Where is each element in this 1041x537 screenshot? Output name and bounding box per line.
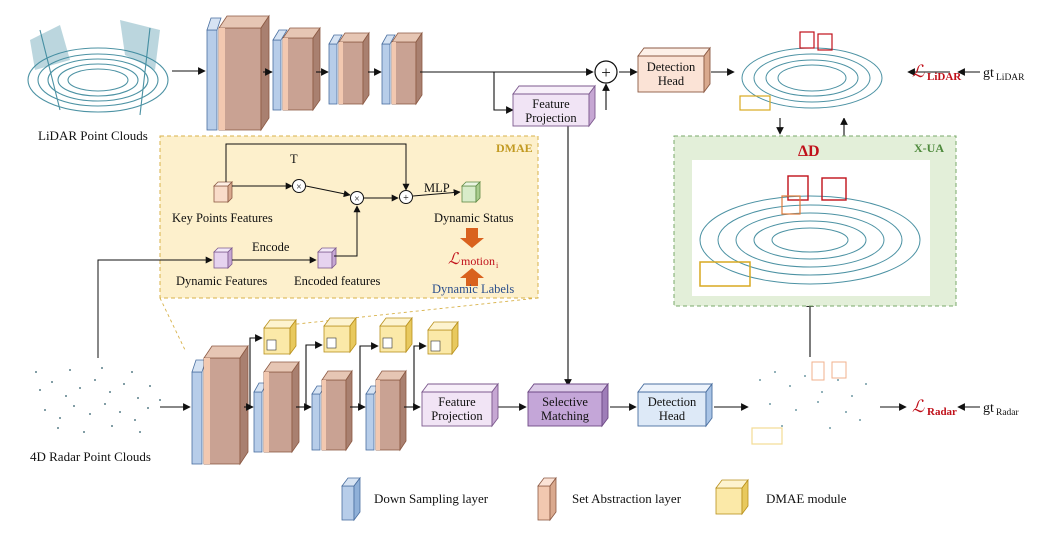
feature-projection-top-line1: Feature [532, 97, 570, 111]
loss-motion-base: motion [461, 254, 495, 268]
gt-lidar: gt LiDAR [983, 66, 1025, 83]
feature-projection-bottom: Feature Projection [421, 382, 499, 428]
encoded-features-node [317, 247, 337, 269]
lidar-detection-image [736, 14, 888, 118]
detection-head-top-line1: Detection [647, 60, 696, 74]
legend-down-sampling: Down Sampling layer [341, 476, 489, 522]
dynamic-features-label: Dynamic Features [176, 274, 267, 288]
loss-lidar-symbol: ℒ [912, 62, 925, 81]
multiply-node-1: × [292, 179, 306, 193]
radar-detection-image [751, 361, 867, 445]
legend-dmae: DMAE module [715, 478, 847, 516]
lidar-point-cloud-image [22, 12, 172, 124]
selective-matching-line2: Matching [541, 409, 590, 423]
feature-projection-bottom-line2: Projection [431, 409, 483, 423]
motion-loss: ℒ motion i [448, 228, 499, 286]
key-points-node [213, 181, 233, 203]
dmae-arrows [97, 143, 461, 358]
detection-head-top-line2: Head [658, 74, 685, 88]
loss-lidar-subscript: LiDAR [927, 71, 962, 83]
mlp-label: MLP [424, 181, 450, 195]
gt-lidar-base: gt [983, 66, 994, 81]
encode-label: Encode [252, 240, 290, 254]
detection-head-top: Detection Head [637, 46, 711, 94]
feature-projection-top: Feature Projection [512, 84, 596, 128]
dmae-title: DMAE [496, 141, 533, 155]
feature-projection-bottom-line1: Feature [438, 395, 476, 409]
encoded-features-label: Encoded features [294, 274, 381, 288]
dmae-module-2 [323, 316, 357, 354]
lidar-flow-arrows [172, 67, 980, 387]
gt-radar-sub: Radar [996, 408, 1020, 418]
radar-caption: 4D Radar Point Clouds [30, 449, 151, 464]
svg-text:×: × [296, 182, 302, 193]
t-label: T [290, 152, 298, 166]
dmae-modules [263, 316, 459, 356]
svg-text:×: × [354, 194, 360, 205]
gt-radar-base: gt [983, 401, 994, 416]
lidar-caption: LiDAR Point Clouds [38, 128, 148, 143]
loss-motion-sub: i [496, 261, 499, 270]
xua-title: X-UA [914, 141, 944, 155]
dynamic-features-node [213, 247, 233, 269]
legend-down-sampling-label: Down Sampling layer [374, 491, 489, 506]
multiply-node-2: × [350, 191, 364, 205]
dynamic-status-node [461, 181, 481, 203]
legend-dmae-label: DMAE module [766, 491, 847, 506]
legend: Down Sampling layer Set Abstraction laye… [341, 476, 847, 522]
radar-loss: ℒ Radar [912, 397, 957, 418]
svg-text:+: + [403, 193, 409, 204]
legend-set-abstraction-label: Set Abstraction layer [572, 491, 682, 506]
selective-matching: Selective Matching [527, 382, 609, 428]
delta-d-label: ΔD [798, 143, 820, 160]
dmae-module-1 [263, 318, 297, 356]
selective-matching-line1: Selective [542, 395, 588, 409]
detection-head-bottom: Detection Head [637, 382, 713, 428]
dmae-module-4 [427, 320, 459, 356]
radar-flow-arrows [160, 334, 980, 411]
detection-head-bottom-line2: Head [659, 409, 686, 423]
loss-radar-subscript: Radar [927, 406, 957, 418]
legend-set-abstraction: Set Abstraction layer [537, 476, 682, 522]
lidar-loss: ℒ LiDAR [912, 62, 962, 83]
feature-projection-top-line2: Projection [525, 111, 577, 125]
radar-point-cloud-image [35, 367, 161, 433]
loss-radar-symbol: ℒ [912, 397, 925, 416]
fusion-add-node: + [594, 60, 618, 84]
xua-panel: X-UA ΔD [673, 135, 957, 307]
svg-text:+: + [601, 63, 611, 82]
lidar-backbone [206, 14, 423, 132]
dynamic-status-label: Dynamic Status [434, 211, 514, 225]
dmae-projection-lines [159, 297, 539, 353]
key-points-label: Key Points Features [172, 211, 273, 225]
gt-lidar-sub: LiDAR [996, 73, 1025, 83]
gt-radar: gt Radar [983, 401, 1020, 418]
detection-head-bottom-line1: Detection [648, 395, 697, 409]
dmae-module-3 [379, 316, 413, 354]
add-node-dmae: + [399, 190, 413, 204]
dynamic-labels-label: Dynamic Labels [432, 282, 514, 296]
radar-backbone [191, 344, 407, 466]
loss-motion-symbol: ℒ [448, 251, 460, 268]
